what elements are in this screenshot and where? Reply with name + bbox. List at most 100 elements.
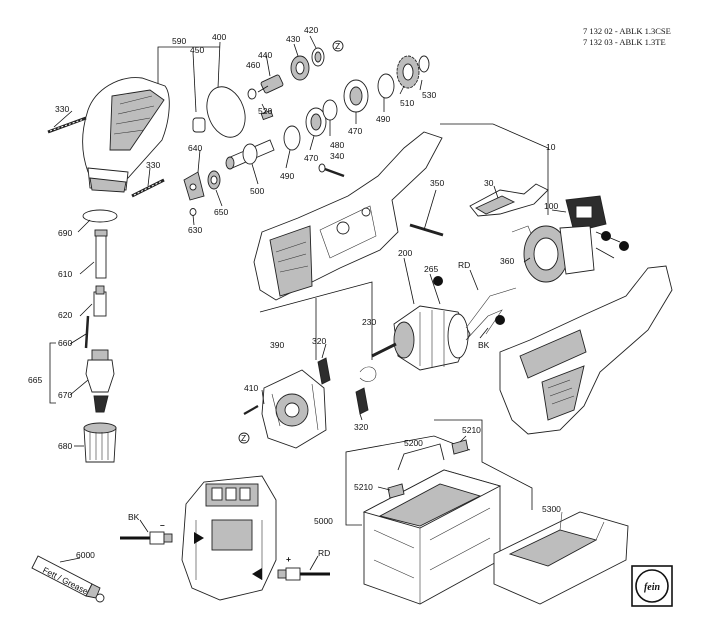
- battery-contact-100: [565, 195, 607, 233]
- gear-430: [290, 55, 310, 81]
- label-rd-motor: RD: [458, 260, 470, 270]
- marker-a-2: [495, 315, 505, 325]
- switch-30: [469, 183, 549, 217]
- label-660: 660: [58, 338, 72, 348]
- label-665: 665: [28, 375, 42, 385]
- label-400: 400: [212, 32, 226, 42]
- label-390: 390: [270, 340, 284, 350]
- connector-rd: [285, 567, 301, 581]
- label-b-2: B: [435, 276, 441, 286]
- label-450: 450: [190, 45, 204, 55]
- wire-rd: [465, 287, 517, 329]
- housing-half-right: [499, 265, 673, 435]
- label-30: 30: [484, 178, 494, 188]
- label-490-upper: 490: [376, 114, 390, 124]
- label-330-upper: 330: [55, 104, 69, 114]
- label-265: 265: [424, 264, 438, 274]
- o-ring-400: [206, 86, 246, 138]
- die-670: [85, 349, 115, 413]
- label-480: 480: [330, 140, 344, 150]
- label-350: 350: [430, 178, 444, 188]
- label-a-1: A: [621, 241, 627, 251]
- grease-tube-6000: Fett / Grease: [31, 555, 105, 603]
- label-bk-motor: BK: [478, 340, 490, 350]
- bearing-470-lower: [305, 107, 327, 137]
- gear-head-housing: [82, 77, 170, 193]
- label-plus: +: [286, 554, 291, 564]
- motor-200: [371, 305, 471, 371]
- label-620: 620: [58, 310, 72, 320]
- circlip-490-upper: [377, 73, 395, 99]
- label-420: 420: [304, 25, 318, 35]
- leader-5000: [345, 462, 362, 526]
- pin-630: [189, 208, 197, 216]
- bushing-450: [192, 117, 206, 133]
- case-insert-5300: [493, 511, 629, 605]
- wire-bk: [465, 309, 503, 341]
- spring-230: [359, 366, 377, 382]
- bearing-420: [311, 47, 325, 67]
- label-690: 690: [58, 228, 72, 238]
- label-100: 100: [544, 201, 558, 211]
- label-470-lower: 470: [304, 153, 318, 163]
- label-320-upper: 320: [312, 336, 326, 346]
- label-230: 230: [362, 317, 376, 327]
- latch-5210-left: [387, 483, 405, 499]
- pinion-440: [257, 74, 284, 94]
- fein-logo: fein: [631, 565, 673, 607]
- washer-460: [247, 88, 257, 100]
- label-a-2: A: [497, 315, 503, 325]
- label-5300: 5300: [542, 504, 561, 514]
- washer-530: [418, 55, 430, 73]
- label-320-lower: 320: [354, 422, 368, 432]
- label-10: 10: [546, 142, 556, 152]
- latch-5210-right: [451, 439, 469, 455]
- screw-330-lower: [131, 178, 165, 198]
- model-line-2: 7 132 03 - ABLK 1.3TE: [583, 37, 666, 47]
- leader-10: [440, 123, 549, 215]
- label-5000: 5000: [314, 516, 333, 526]
- leader-lines: [53, 35, 567, 571]
- carry-case-5000: [362, 469, 502, 605]
- screw-660: [84, 315, 90, 349]
- arrow-bk: [178, 532, 204, 544]
- handle-5200: [397, 443, 445, 471]
- label-650: 650: [214, 207, 228, 217]
- z-marker-2: [238, 432, 250, 444]
- label-500: 500: [250, 186, 264, 196]
- model-line-1: 7 132 02 - ABLK 1.3CSE: [583, 26, 671, 36]
- label-b-1: B: [603, 231, 609, 241]
- label-200: 200: [398, 248, 412, 258]
- label-5210-left: 5210: [354, 482, 373, 492]
- housing-half-left: [253, 131, 443, 301]
- carbon-brush-upper: [317, 357, 331, 385]
- label-610: 610: [58, 269, 72, 279]
- label-470-upper: 470: [348, 126, 362, 136]
- pin-350: [409, 223, 444, 237]
- label-z-2: Z: [241, 433, 246, 443]
- pressure-plate-640: [183, 171, 205, 201]
- electronics-module-360: [523, 225, 621, 283]
- bearing-480: [322, 99, 338, 121]
- bushing-650: [207, 170, 221, 190]
- wiring-detail: [181, 475, 277, 601]
- connector-bk: [149, 531, 165, 545]
- leader-5300: [434, 419, 533, 510]
- label-490-lower: 490: [280, 171, 294, 181]
- label-640: 640: [188, 143, 202, 153]
- gear-510: [396, 55, 420, 89]
- marker-b-2: [433, 276, 443, 286]
- leader-390-230: [259, 281, 373, 360]
- marker-a-1: [619, 241, 629, 251]
- label-590: 590: [172, 36, 186, 46]
- label-520: 520: [258, 106, 272, 116]
- bearing-470-upper: [343, 79, 369, 113]
- label-minus: –: [160, 520, 165, 530]
- carbon-brush-lower: [355, 387, 369, 415]
- marker-b-1: [601, 231, 611, 241]
- spindle-500: [225, 139, 275, 170]
- punch-holder-620: [93, 285, 107, 317]
- circlip-490-lower: [283, 125, 301, 151]
- pin-520: [260, 109, 274, 121]
